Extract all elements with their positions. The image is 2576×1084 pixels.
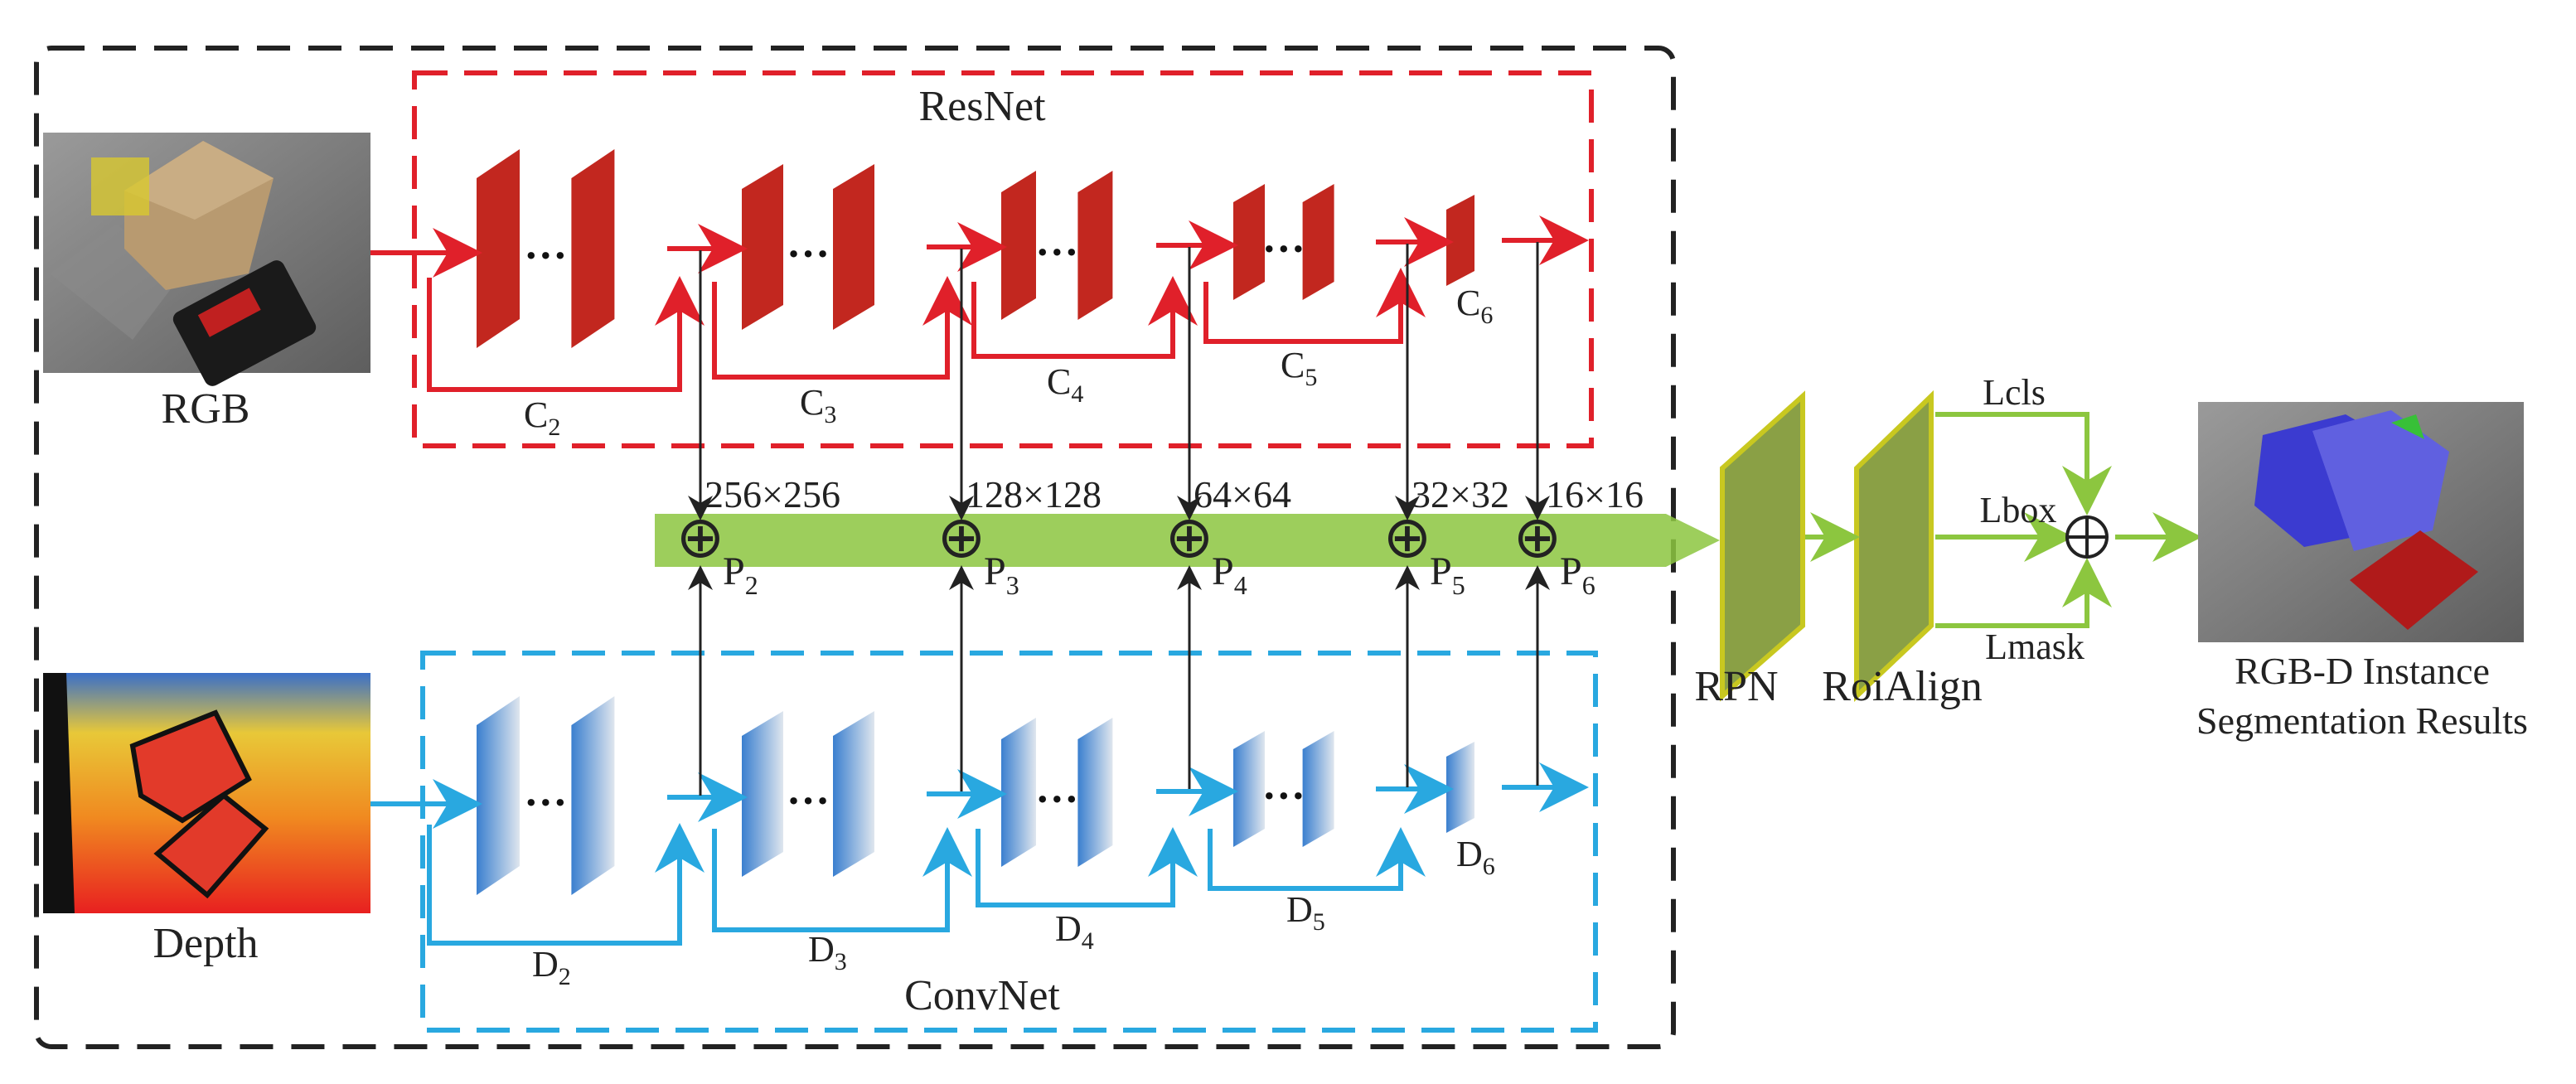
ellipsis-text: …: [524, 768, 567, 815]
resnet-stage-label: C5: [1281, 345, 1317, 391]
output-caption-line1: RGB-D Instance: [2235, 650, 2490, 692]
lmask-label: Lmask: [1985, 627, 2085, 667]
resnet-title: ResNet: [918, 83, 1046, 130]
roialign-block: [1854, 390, 1934, 702]
lateral-connections: [688, 242, 1550, 796]
rpn-block: [1720, 390, 1805, 702]
roialign-label: RoiAlign: [1822, 663, 1983, 710]
feature-map-block: [1077, 171, 1113, 320]
feature-map-block: [742, 164, 783, 330]
fusion-symbol: ⊕: [1513, 506, 1562, 570]
fusion-symbol: ⊕: [937, 506, 986, 570]
convnet-stage-label: D3: [808, 929, 847, 975]
resnet-stage-label: C2: [524, 394, 560, 441]
fusion-symbol: ⊕: [676, 506, 725, 570]
feature-map-block: [571, 149, 615, 348]
convnet-box: [420, 651, 1598, 1033]
ellipsis-text: …: [524, 221, 567, 269]
lbox-label: Lbox: [1980, 490, 2057, 530]
pyramid-label: P3: [984, 549, 1019, 600]
ellipsis-text: …: [787, 767, 830, 814]
feature-map-block: [1233, 184, 1265, 300]
feature-map-block: [1302, 731, 1334, 847]
ellipsis-text: …: [1035, 765, 1078, 812]
pyramid-size: 128×128: [966, 473, 1102, 515]
rgb-label: RGB: [162, 385, 250, 433]
head-arrows: [1805, 412, 2202, 628]
convnet-stage-label: D2: [532, 944, 571, 990]
ellipsis-text: …: [1035, 218, 1078, 265]
feature-map-block: [833, 711, 874, 877]
feature-map-block: [477, 149, 520, 348]
pyramid-size: 32×32: [1411, 473, 1509, 515]
feature-map-block: [1077, 718, 1113, 867]
resnet-blocks: … … … …: [477, 149, 1474, 348]
pyramid-size: 16×16: [1546, 473, 1644, 515]
feature-map-block: [1001, 718, 1036, 867]
fusion-node-p5: ⊕ 32×32 P5: [1383, 473, 1509, 600]
fusion-symbol: ⊕: [1165, 506, 1214, 570]
feature-map-block: [571, 696, 615, 895]
ellipsis-text: …: [787, 220, 830, 267]
pyramid-label: P6: [1560, 549, 1595, 600]
fusion-node-p2: ⊕ 256×256 P2: [676, 473, 840, 600]
resnet-flow: [370, 215, 1589, 392]
rpn-label: RPN: [1694, 663, 1778, 710]
pyramid-size: 256×256: [705, 473, 840, 515]
fusion-band: [655, 514, 1720, 567]
convnet-title: ConvNet: [904, 972, 1060, 1019]
resnet-box: [412, 70, 1594, 448]
fusion-node-p3: ⊕ 128×128 P3: [937, 473, 1102, 600]
feature-map-block: [1446, 195, 1474, 286]
feature-map-block: [477, 696, 520, 895]
rgb-image: [43, 133, 370, 386]
pyramid-label: P2: [723, 549, 758, 600]
pyramid-size: 64×64: [1194, 473, 1291, 515]
feature-map-block: [1446, 742, 1474, 833]
pyramid-label: P5: [1430, 549, 1465, 600]
convnet-flow: [370, 762, 1589, 946]
ellipsis-text: …: [1262, 762, 1305, 809]
convnet-stage-label: D5: [1286, 889, 1325, 936]
fusion-node-p4: ⊕ 64×64 P4: [1165, 473, 1291, 600]
feature-map-block: [1302, 184, 1334, 300]
convnet-stage-label: D6: [1456, 834, 1495, 880]
fusion-node-p6: ⊕ 16×16 P6: [1513, 473, 1644, 600]
depth-image: [43, 673, 370, 913]
pyramid-label: P4: [1212, 549, 1247, 600]
convnet-stage-label: D4: [1055, 908, 1094, 955]
fusion-symbol: ⊕: [1383, 506, 1432, 570]
feature-map-block: [1233, 731, 1265, 847]
convnet-blocks: … … … …: [477, 696, 1474, 895]
resnet-stage-label: C4: [1047, 361, 1083, 408]
output-image: [2198, 402, 2524, 642]
feature-map-block: [742, 711, 783, 877]
output-caption-line2: Segmentation Results: [2196, 699, 2528, 742]
ellipsis-text: …: [1262, 215, 1305, 262]
depth-label: Depth: [153, 920, 258, 967]
lcls-label: Lcls: [1983, 372, 2046, 413]
feature-map-block: [1001, 171, 1036, 320]
feature-map-block: [833, 164, 874, 330]
resnet-stage-label: C3: [800, 382, 836, 428]
resnet-stage-label: C6: [1456, 283, 1493, 329]
